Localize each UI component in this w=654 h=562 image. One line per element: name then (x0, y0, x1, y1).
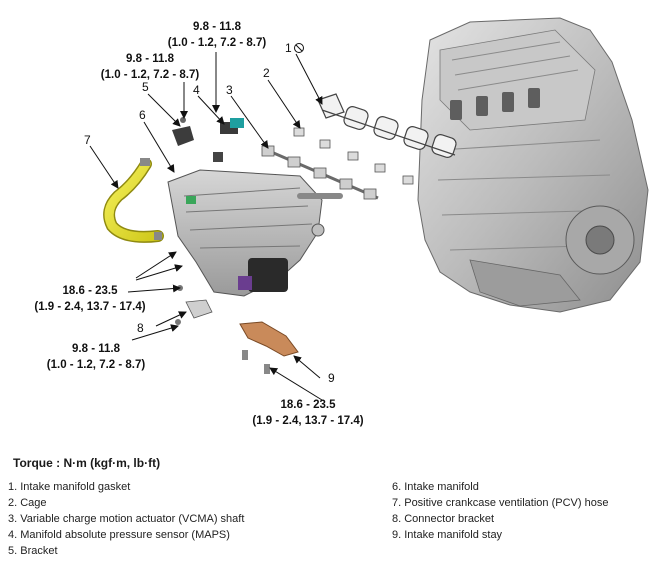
callout-5: 5 (142, 80, 149, 94)
intake-manifold (167, 169, 343, 297)
legend-item: 6. Intake manifold (392, 481, 479, 493)
torque-top1-units: (1.0 - 1.2, 7.2 - 8.7) (168, 37, 267, 49)
legend-right-column: 6. Intake manifold 7. Positive crankcase… (392, 479, 608, 543)
torque-mid-value: 18.6 - 23.5 (63, 285, 119, 297)
no-reuse-icon (294, 43, 304, 53)
callout-9: 9 (328, 371, 335, 385)
legend-item: 4. Manifold absolute pressure sensor (MA… (8, 529, 230, 541)
torque-mid-units: (1.9 - 2.4, 13.7 - 17.4) (34, 301, 145, 313)
callout-2: 2 (263, 66, 270, 80)
callout-4: 4 (193, 83, 200, 97)
callout-3: 3 (226, 83, 233, 97)
torque-bottom-units: (1.9 - 2.4, 13.7 - 17.4) (252, 415, 363, 427)
leader-lines (89, 52, 323, 401)
connector-bracket (175, 285, 213, 325)
torque-top2-value: 9.8 - 11.8 (126, 53, 175, 65)
intake-manifold-gasket (317, 93, 457, 158)
engine-block (417, 17, 649, 313)
callout-7: 7 (84, 133, 91, 147)
cage-parts (293, 127, 414, 185)
callout-6: 6 (139, 108, 146, 122)
torque-low-value: 9.8 - 11.8 (72, 343, 121, 355)
callout-8: 8 (137, 321, 144, 335)
exploded-diagram: 1 2 3 4 5 6 7 8 9 9.8 - 11.8 (1.0 - 1.2,… (34, 17, 649, 427)
legend-item: 2. Cage (8, 497, 47, 509)
legend-item: 3. Variable charge motion actuator (VCMA… (8, 513, 245, 525)
legend-item: 8. Connector bracket (392, 513, 495, 525)
vcma-shaft (261, 145, 379, 200)
legend-left-column: 1. Intake manifold gasket 2. Cage 3. Var… (8, 479, 244, 559)
legend-title: Torque : N·m (kgf·m, lb·ft) (13, 456, 161, 470)
torque-low-units: (1.0 - 1.2, 7.2 - 8.7) (47, 359, 146, 371)
legend-item: 1. Intake manifold gasket (8, 481, 131, 493)
legend: Torque : N·m (kgf·m, lb·ft) 1. Intake ma… (0, 454, 654, 562)
torque-bottom-value: 18.6 - 23.5 (281, 399, 337, 411)
legend-item: 9. Intake manifold stay (392, 529, 503, 541)
intake-manifold-stay (239, 321, 299, 374)
torque-top1-value: 9.8 - 11.8 (193, 21, 242, 33)
callout-1: 1 (285, 41, 292, 55)
legend-item: 7. Positive crankcase ventilation (PCV) … (392, 497, 609, 509)
legend-item: 5. Bracket (8, 545, 58, 557)
torque-top2-units: (1.0 - 1.2, 7.2 - 8.7) (101, 69, 200, 81)
pcv-hose (103, 158, 164, 243)
